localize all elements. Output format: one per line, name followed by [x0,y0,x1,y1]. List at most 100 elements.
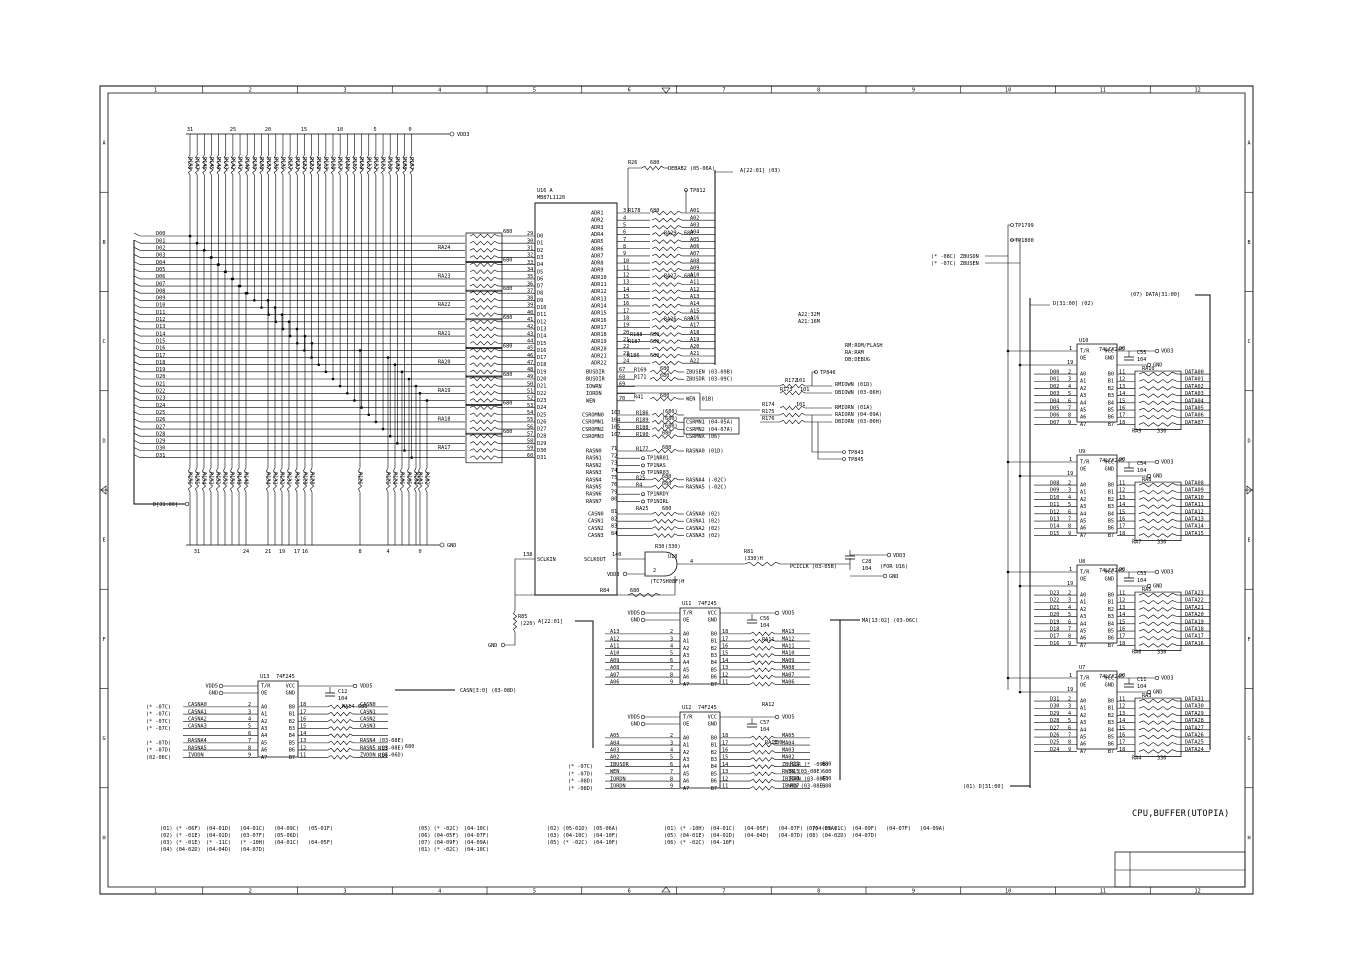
series-resistor [652,361,682,365]
row-letter-right: B [1247,240,1250,246]
pin-number: 12 [623,273,629,279]
series-resistor [652,261,682,265]
data-net-label: D26 [156,417,165,423]
testpoint: TP1800 [1015,238,1034,244]
pulldown-resistor [230,468,233,492]
cross-ref: (04-09A) [920,826,945,832]
addr-pin-label: ADR13 [591,296,607,302]
pin-number: 11 [1119,697,1125,703]
junction [332,378,334,380]
resistor [1139,600,1177,604]
ic-pin-label: GND [286,691,295,697]
resistor-ref: R119 [322,157,328,170]
pin-number: 32 [527,253,533,259]
supply-label: GND [1153,690,1162,696]
ic-pin-label: B7 [289,755,295,761]
resistor-ref: R188 [630,332,643,338]
ic-pin-label: A2 [683,750,689,756]
array-value: 680 [503,258,512,264]
resistor [1139,644,1177,648]
ic-pin-label: B3 [711,757,717,763]
series-resistor [652,233,682,237]
pin-number: 13 [722,665,728,671]
net-label: DATA28 [1185,718,1204,724]
net-label: MA10 [782,651,795,657]
pin-number: 2 [1068,481,1071,487]
resistor-array [1135,482,1181,541]
pin-number: 20 [623,330,629,336]
row-letter-left: G [102,736,105,742]
ic-pin-label: B0 [289,704,295,710]
junction [387,357,389,359]
ic-pin-label: A6 [1080,636,1086,642]
pin-number: 138 [523,552,532,558]
addr-net-label: A01 [690,208,699,214]
col-number-top: 5 [533,88,536,94]
pulldown-resistor [303,468,306,492]
sheet-title: CPU,BUFFER(UTOPIA) [1132,809,1230,819]
resistor-value: 680 [650,339,659,345]
resistor [1139,379,1177,383]
array-value: 330 [773,740,782,746]
pin-number: 19 [1067,581,1073,587]
vdd-terminal [219,684,223,688]
cross-ref: (04-10F) [593,840,618,846]
ic-pin-label: T/R [1080,676,1090,682]
junction [231,278,233,280]
ic-pin-label: A3 [1080,504,1086,510]
series-resistor [470,392,498,396]
data-net-label: D17 [156,353,165,359]
series-resistor [470,327,498,331]
buffer-body [1077,344,1117,422]
net-label: DATA26 [1185,733,1204,739]
gnd-terminal [501,643,505,647]
ic-pin-label: B6 [711,779,717,785]
resistor [750,743,775,747]
resistor-array [466,262,502,292]
cap-value: 104 [760,623,769,629]
testpoint: TP843 [848,450,864,456]
pin-number: 59 [527,446,533,452]
addr-pin-label: ADR12 [591,289,607,295]
testpoint: TP1NRDY [647,492,670,498]
pin-number: 12 [1119,704,1125,710]
ic-pin-label: A6 [1080,526,1086,532]
resistor-ref: R141 [237,157,243,170]
series-resistor [470,270,498,274]
pin-number: 43 [527,331,533,337]
resistor-ref: R156 [187,472,193,485]
cap-ref: C11 [1137,677,1146,683]
net-label: RASNA4 (-02C) [686,477,727,483]
net-label: A12 [610,636,619,642]
resistor-ref: R144 [215,157,221,170]
ic-pin-label: VCC [1105,676,1114,682]
testpoint-circle [642,471,645,474]
ic-pin-label: A1 [683,743,689,749]
wire [575,621,593,748]
ic-pin-label: A1 [683,639,689,645]
ic-pin-label: A3 [1080,720,1086,726]
pullup-resistor [374,155,377,175]
pulldown-resistor [393,468,396,492]
wire [134,326,140,329]
gnd-terminal [1147,474,1151,478]
addr-pin-label: ADR2 [591,218,604,224]
cas-pin-label: CASN0 [588,512,604,518]
ic-pin-label: OE [1080,577,1086,583]
cpu-pin-label: D28 [537,434,546,440]
ic-pin-label: T/R [683,715,693,721]
pin-number: 42 [527,324,533,330]
data-net-label: D03 [156,253,165,259]
ic-pin-label: B2 [1108,713,1114,719]
data-net-label: D05 [156,267,165,273]
array-value: 680 [503,401,512,407]
ic-pin-label: B3 [1108,393,1114,399]
resistor-ref: R128 [309,472,315,485]
buffer-body [1077,455,1117,533]
cpu-pin-label: D5 [537,269,543,275]
resistor [1139,526,1177,530]
wire [134,240,185,504]
pin-number: 1 [1069,673,1072,679]
ic-pin-label: B0 [711,631,717,637]
data-net-label: D08 [156,288,165,294]
